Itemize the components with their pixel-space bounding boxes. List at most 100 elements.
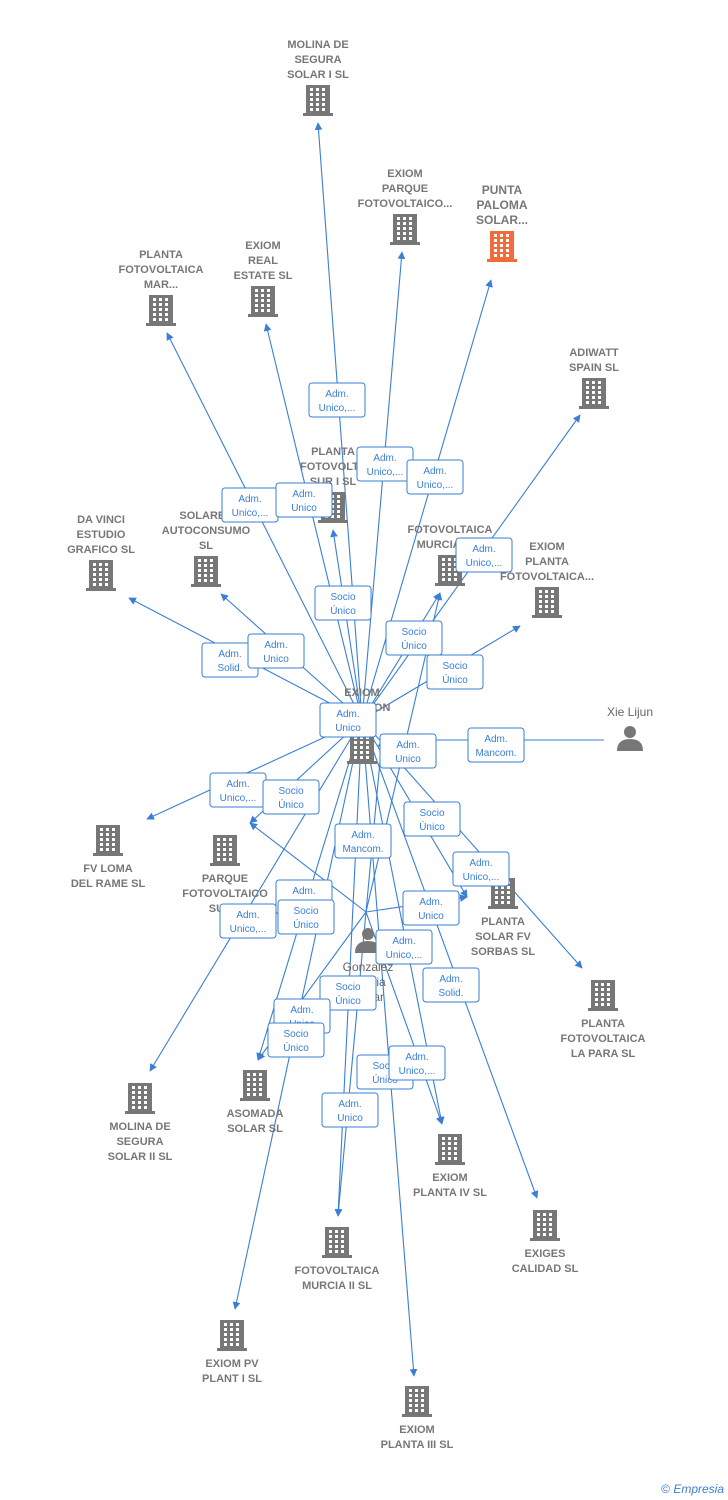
relation-text: Unico,... bbox=[367, 467, 404, 478]
node-label-line: SOLAR II SL bbox=[108, 1151, 173, 1163]
relation-text: Socio bbox=[283, 1029, 308, 1040]
node-adiwatt[interactable]: ADIWATT SPAIN SL bbox=[569, 347, 619, 409]
node-label-line: PARQUE bbox=[382, 183, 428, 195]
relation-text: Adm. bbox=[238, 494, 261, 505]
relation-badge[interactable]: Adm.Solid. bbox=[422, 967, 480, 1003]
node-label-line: SOLAR FV bbox=[475, 931, 531, 943]
relation-text: Único bbox=[419, 820, 445, 833]
node-label-line: SPAIN SL bbox=[569, 362, 619, 374]
relation-badge[interactable]: Adm.Mancom. bbox=[467, 727, 525, 763]
edge-center-parque bbox=[361, 251, 406, 721]
node-label-line: FOTOVOLTAICA... bbox=[500, 571, 594, 583]
relation-badge[interactable]: Adm.Unico bbox=[319, 702, 377, 738]
relation-badge[interactable]: Adm.Unico,... bbox=[209, 772, 267, 808]
node-parque[interactable]: EXIOMPARQUEFOTOVOLTAICO... bbox=[358, 168, 453, 245]
relation-text: Unico,... bbox=[230, 924, 267, 935]
relation-box bbox=[277, 899, 335, 935]
relation-badge[interactable]: Adm.Solid. bbox=[201, 642, 259, 678]
node-punta[interactable]: PUNTAPALOMASOLAR... bbox=[476, 183, 528, 262]
relation-text: Adm. bbox=[236, 910, 259, 921]
relation-text: Adm. bbox=[423, 466, 446, 477]
relation-badge[interactable]: Adm.Unico,... bbox=[406, 459, 464, 495]
relation-text: Unico bbox=[337, 1113, 363, 1124]
edge-center-fmurcia1 bbox=[361, 592, 441, 721]
node-label-line: MAR... bbox=[144, 279, 178, 291]
relation-badge[interactable]: Adm.Unico,... bbox=[455, 537, 513, 573]
node-label-line: DEL RAME SL bbox=[71, 878, 146, 890]
relation-box bbox=[455, 537, 513, 573]
node-label-line: EXIOM bbox=[344, 687, 379, 699]
relation-text: Adm. bbox=[226, 779, 249, 790]
node-xie[interactable]: Xie Lijun bbox=[607, 705, 653, 751]
copyright-symbol: © bbox=[661, 1482, 670, 1496]
relation-badge[interactable]: Adm.Unico,... bbox=[221, 487, 279, 523]
relation-box bbox=[406, 459, 464, 495]
edge-center-exiges bbox=[361, 719, 539, 1199]
relation-badge[interactable]: Adm. Unico,... bbox=[219, 903, 277, 939]
relation-box bbox=[267, 1022, 325, 1058]
node-parquesur[interactable]: PARQUEFOTOVOLTAICOSUR... bbox=[182, 835, 268, 915]
node-label-line: PLANTA bbox=[481, 916, 525, 928]
building-icon bbox=[125, 1083, 155, 1114]
relation-text: Socio bbox=[442, 661, 467, 672]
relation-badge[interactable]: Adm.Unico bbox=[379, 733, 437, 769]
building-icon bbox=[579, 378, 609, 409]
relation-text: Adm. bbox=[484, 734, 507, 745]
building-icon bbox=[588, 980, 618, 1011]
nodes-layer: EXIOMSOLUTIONSLPUNTAPALOMASOLAR...MOLINA… bbox=[67, 39, 653, 1451]
footer-brand[interactable]: © Empresia bbox=[661, 1482, 724, 1496]
node-label-line: EXIOM bbox=[432, 1172, 467, 1184]
building-icon bbox=[322, 1227, 352, 1258]
node-label-line: SL bbox=[199, 540, 213, 552]
relation-badge[interactable]: Adm.Unico,... bbox=[375, 929, 433, 965]
relation-badge[interactable]: Adm.Unico bbox=[275, 482, 333, 518]
relation-text: Adm. bbox=[392, 936, 415, 947]
relation-badge[interactable]: Adm.Unico,... bbox=[388, 1045, 446, 1081]
relation-box bbox=[219, 903, 277, 939]
relation-badge[interactable]: Adm.Unico bbox=[402, 890, 460, 926]
node-mar[interactable]: PLANTAFOTOVOLTAICAMAR... bbox=[119, 249, 204, 326]
building-icon bbox=[303, 85, 333, 116]
relation-badge[interactable]: Adm.Unico bbox=[321, 1092, 379, 1128]
node-label-line: ADIWATT bbox=[569, 347, 619, 359]
relation-box bbox=[375, 929, 433, 965]
node-label-line: PLANTA bbox=[525, 556, 569, 568]
relation-badge[interactable]: Adm.Unico bbox=[247, 633, 305, 669]
node-label-line: PLANTA III SL bbox=[381, 1439, 454, 1451]
brand-name: Empresia bbox=[673, 1482, 724, 1496]
building-icon bbox=[146, 295, 176, 326]
relation-badge[interactable]: Adm.Unico,... bbox=[308, 382, 366, 418]
relation-badge[interactable]: Adm.Mancom. bbox=[334, 823, 392, 859]
relation-text: Adm. bbox=[351, 830, 374, 841]
node-label-line: SOLAR I SL bbox=[287, 69, 349, 81]
relation-badge[interactable]: Adm.Unico,... bbox=[452, 851, 510, 887]
node-label-line: EXIOM bbox=[245, 240, 280, 252]
relation-badge[interactable]: Adm.Unico,... bbox=[356, 446, 414, 482]
relation-box bbox=[452, 851, 510, 887]
node-pfexiom[interactable]: EXIOMPLANTAFOTOVOLTAICA... bbox=[500, 541, 594, 618]
